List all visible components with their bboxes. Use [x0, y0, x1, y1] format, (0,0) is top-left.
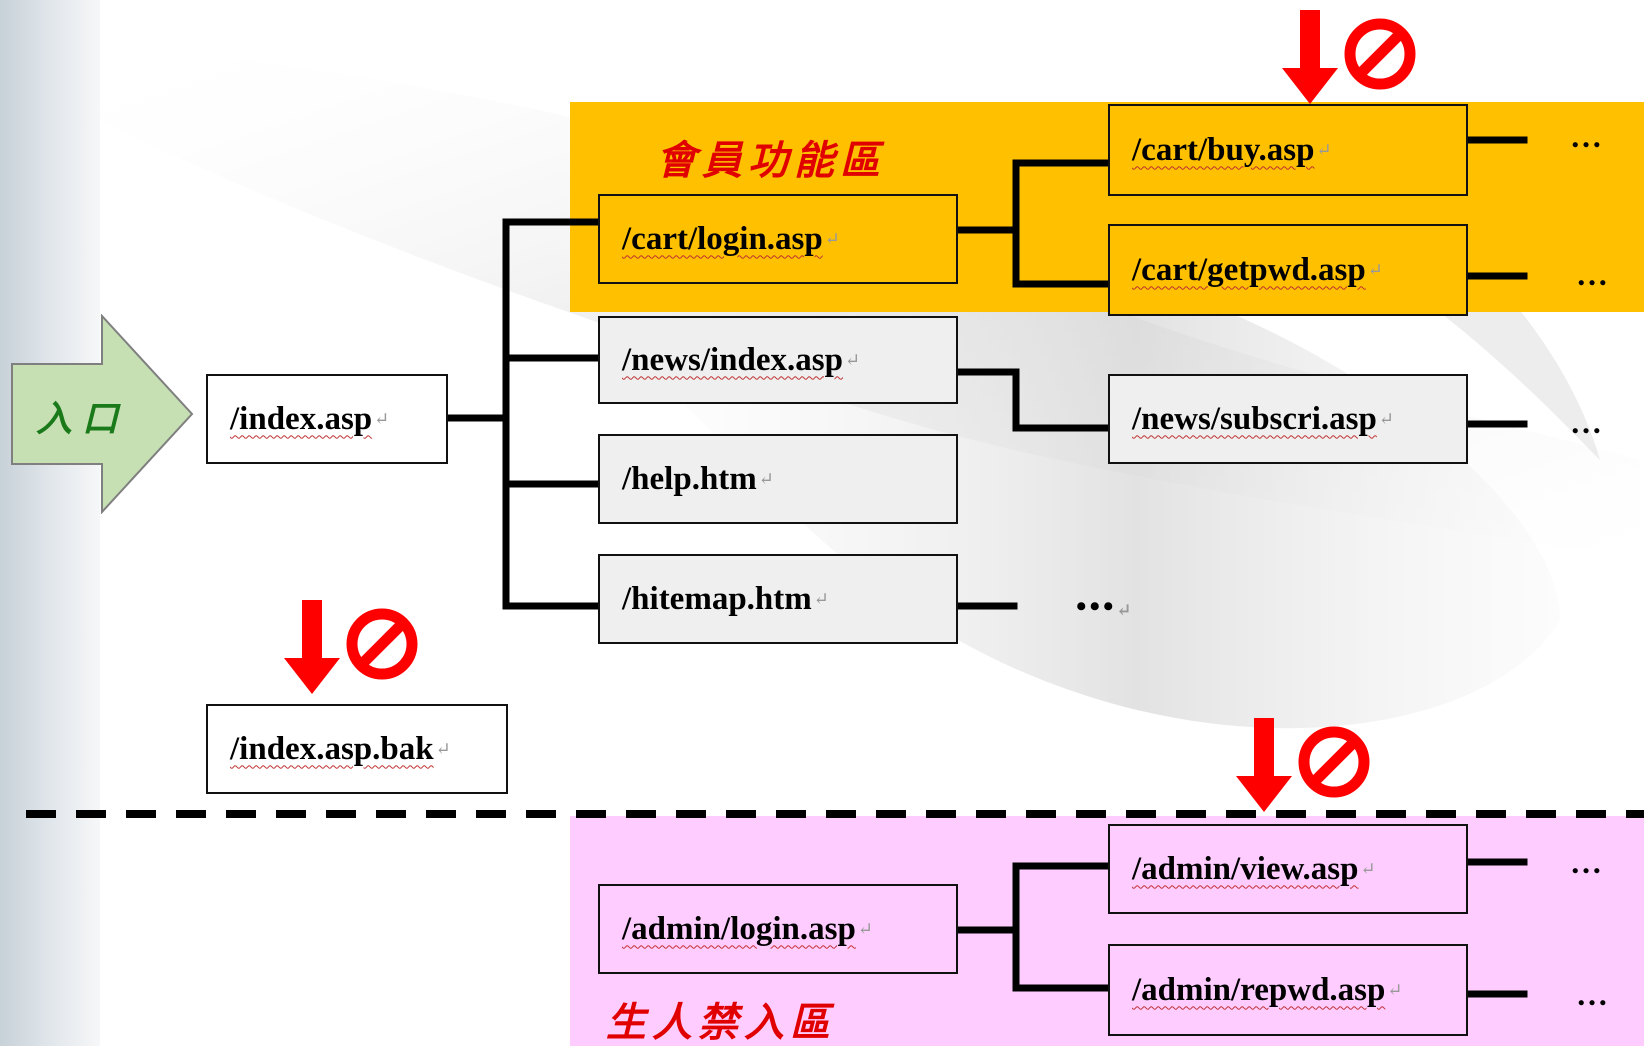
down-arrow-icon	[1236, 718, 1292, 812]
node-label: /help.htm	[622, 460, 757, 497]
prohibited-icon	[1344, 18, 1416, 90]
node-label: /hitemap.htm	[622, 580, 812, 617]
return-mark: ↵	[374, 408, 390, 429]
continuation-ellipsis: …	[1570, 404, 1605, 440]
return-mark: ↵	[813, 588, 829, 609]
node-hitemap[interactable]: /hitemap.htm↵	[598, 554, 958, 644]
entry-label: 入口	[36, 398, 129, 440]
continuation-ellipsis: …	[1576, 256, 1611, 292]
return-mark: ↵	[1116, 600, 1135, 620]
node-news-index[interactable]: /news/index.asp↵	[598, 316, 958, 404]
node-news-subscri[interactable]: /news/subscri.asp↵	[1108, 374, 1468, 464]
node-label: /cart/buy.asp	[1132, 131, 1315, 168]
blocked-marker-index-bak	[284, 600, 418, 694]
down-arrow-icon	[284, 600, 340, 694]
node-admin-view[interactable]: /admin/view.asp↵	[1108, 824, 1468, 914]
node-label: /cart/login.asp	[622, 220, 823, 257]
return-mark: ↵	[1316, 139, 1332, 160]
return-mark: ↵	[844, 349, 861, 370]
continuation-ellipsis: …	[1576, 976, 1611, 1012]
continuation-ellipsis: …	[1570, 118, 1605, 154]
prohibited-icon	[346, 608, 418, 680]
continuation-ellipsis: …	[1570, 844, 1605, 880]
return-mark: ↵	[824, 228, 840, 249]
return-mark: ↵	[758, 468, 774, 489]
down-arrow-icon	[1282, 10, 1338, 104]
node-label: /index.asp.bak	[230, 730, 434, 767]
left-decorative-strip	[0, 0, 100, 1046]
node-label: /cart/getpwd.asp	[1132, 251, 1366, 288]
node-help[interactable]: /help.htm↵	[598, 434, 958, 524]
node-label: /news/index.asp	[622, 341, 843, 378]
node-label: /index.asp	[230, 400, 373, 437]
node-cart-getpwd[interactable]: /cart/getpwd.asp↵	[1108, 224, 1468, 316]
return-mark: ↵	[1378, 408, 1394, 429]
node-admin-login[interactable]: /admin/login.asp↵	[598, 884, 958, 974]
blocked-marker-admin-view	[1236, 718, 1370, 812]
return-mark: ↵	[857, 918, 873, 939]
prohibited-icon	[1298, 726, 1370, 798]
return-mark: ↵	[1360, 858, 1376, 879]
return-mark: ↵	[1387, 979, 1403, 1000]
node-cart-buy[interactable]: /cart/buy.asp↵	[1108, 104, 1468, 196]
node-index-bak[interactable]: /index.asp.bak↵	[206, 704, 508, 794]
node-cart-login[interactable]: /cart/login.asp↵	[598, 194, 958, 284]
node-label: /admin/login.asp	[622, 910, 856, 947]
continuation-ellipsis: •••↵	[1076, 590, 1135, 624]
node-admin-repwd[interactable]: /admin/repwd.asp↵	[1108, 944, 1468, 1036]
blocked-marker-cart-buy	[1282, 10, 1416, 104]
right-arrow-icon	[11, 314, 194, 514]
node-label: /admin/repwd.asp	[1132, 971, 1386, 1008]
node-label: /admin/view.asp	[1132, 850, 1359, 887]
member-zone-label: 會員功能區	[656, 137, 886, 184]
return-mark: ↵	[1367, 259, 1383, 280]
boundary-dashed-line	[26, 810, 1644, 818]
node-label: /news/subscri.asp	[1132, 400, 1377, 437]
ellipsis-dots: •••	[1076, 590, 1117, 623]
return-mark: ↵	[435, 738, 451, 759]
restricted-zone-label: 生人禁入區	[606, 999, 836, 1046]
node-index[interactable]: /index.asp↵	[206, 374, 448, 464]
